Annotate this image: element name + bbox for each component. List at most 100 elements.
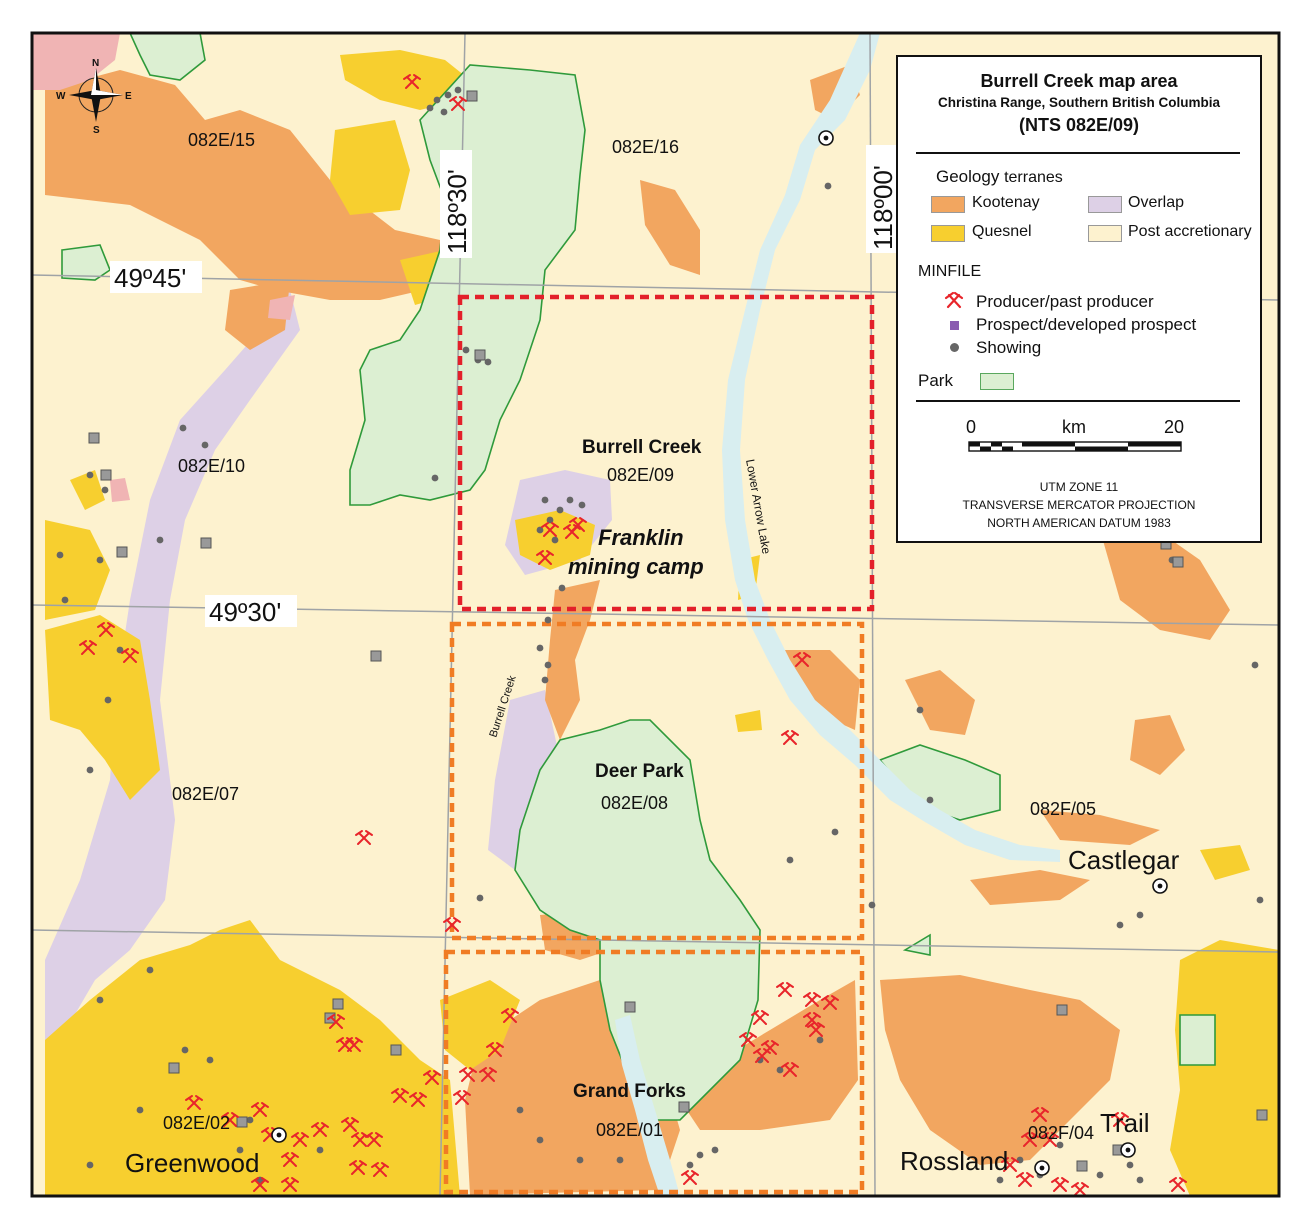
producer-marker xyxy=(1051,1177,1069,1192)
legend-subtitle: Christina Range, Southern British Columb… xyxy=(937,95,1221,110)
study-area-boxes xyxy=(443,294,875,1195)
showing-marker xyxy=(558,584,566,592)
producer-marker xyxy=(803,1012,821,1027)
producer-marker xyxy=(739,1032,757,1047)
prospect-marker xyxy=(1256,1109,1268,1121)
showing-marker xyxy=(616,1156,624,1164)
producer-marker xyxy=(443,917,461,932)
svg-text:S: S xyxy=(93,125,100,136)
sheet-label-082e10: 082E/10 xyxy=(178,456,245,476)
producer-marker xyxy=(1031,1107,1049,1122)
castlegar-area-town-symbol-dot xyxy=(823,135,829,141)
projection-line-1: UTM ZONE 11 xyxy=(1039,480,1119,494)
producer-marker xyxy=(345,1037,363,1052)
latitude-label-49-45: 49º45' xyxy=(114,263,186,293)
prospect-marker xyxy=(1076,1160,1088,1172)
showing-marker xyxy=(444,91,452,99)
burrell-creek-sheet-label: 082E/09 xyxy=(607,465,674,485)
projection-line-3: NORTH AMERICAN DATUM 1983 xyxy=(987,516,1171,530)
producer-marker xyxy=(291,1132,309,1147)
producer-marker xyxy=(781,1062,799,1077)
map-legend: Burrell Creek map area Christina Range, … xyxy=(896,55,1262,543)
producer-marker xyxy=(569,517,587,532)
sheet-label-082e16: 082E/16 xyxy=(612,137,679,157)
prospect-marker xyxy=(332,998,344,1010)
prospect-marker xyxy=(100,469,112,481)
producer-label: Producer/past producer xyxy=(976,292,1154,311)
town-symbols xyxy=(271,130,1168,1176)
showing-marker xyxy=(544,616,552,624)
producer-marker xyxy=(541,522,559,537)
producer-marker xyxy=(821,995,839,1010)
producer-marker xyxy=(479,1067,497,1082)
showing-marker xyxy=(996,1176,1004,1184)
franklin-camp-label-line2: mining camp xyxy=(568,554,704,579)
showing-marker xyxy=(576,1156,584,1164)
showing-marker xyxy=(1116,921,1124,929)
prospect-marker xyxy=(390,1044,402,1056)
showing-marker xyxy=(541,496,549,504)
franklin-camp-label-line1: Franklin xyxy=(598,525,684,550)
post-accretionary-label: Post accretionary xyxy=(1128,223,1252,240)
producer-marker xyxy=(453,1090,471,1105)
showing-marker xyxy=(86,766,94,774)
kootenay-terrane-areas xyxy=(45,65,1230,1195)
producer-marker xyxy=(79,640,97,655)
showing-marker xyxy=(916,706,924,714)
producer-marker xyxy=(1041,1132,1059,1147)
water-bodies xyxy=(615,33,1060,1196)
greenwood-town-symbol-dot xyxy=(276,1132,282,1138)
showing-marker xyxy=(206,1056,214,1064)
producer-marker xyxy=(97,622,115,637)
showing-marker xyxy=(546,516,554,524)
burrell-creek-study-box xyxy=(457,294,875,612)
scale-max: 20 xyxy=(1164,417,1185,437)
showing-marker xyxy=(556,506,564,514)
showing-marker xyxy=(686,1161,694,1169)
showing-marker xyxy=(179,424,187,432)
prospect-marker xyxy=(88,432,100,444)
grand-forks-label: Grand Forks xyxy=(573,1081,686,1102)
producer-marker xyxy=(1071,1182,1089,1196)
showing-marker xyxy=(551,536,559,544)
producer-marker xyxy=(781,730,799,745)
producer-marker xyxy=(349,1160,367,1175)
producer-marker xyxy=(501,1008,519,1023)
showing-marker xyxy=(476,894,484,902)
producer-marker xyxy=(391,1088,409,1103)
quesnel-swatch xyxy=(931,225,965,242)
producer-marker xyxy=(121,648,139,663)
showing-marker xyxy=(462,346,470,354)
prospect-marker xyxy=(466,90,478,102)
showing-marker xyxy=(816,1036,824,1044)
prospect-marker xyxy=(370,650,382,662)
town-label-rossland: Rossland xyxy=(900,1146,1008,1176)
showing-marker xyxy=(544,661,552,669)
producer-marker xyxy=(185,1095,203,1110)
deer-park-sheet-label: 082E/08 xyxy=(601,793,668,813)
prospect-marker xyxy=(1056,1004,1068,1016)
prospect-marker xyxy=(1172,556,1184,568)
showing-label: Showing xyxy=(976,338,1042,357)
showing-marker xyxy=(536,1136,544,1144)
producer-marker xyxy=(1111,1112,1129,1127)
producer-marker xyxy=(371,1162,389,1177)
minfile-markers xyxy=(56,74,1268,1196)
crossed-hammers-icon xyxy=(944,291,964,309)
burrell-creek-label: Burrell Creek xyxy=(582,437,702,458)
showing-marker xyxy=(1136,1176,1144,1184)
producer-marker xyxy=(327,1014,345,1029)
rossland-town-symbol-dot xyxy=(1039,1165,1045,1171)
showing-marker xyxy=(56,551,64,559)
post-accretionary-swatch xyxy=(1088,225,1122,242)
producer-marker xyxy=(1016,1172,1034,1187)
showing-marker xyxy=(86,471,94,479)
overlap-swatch xyxy=(1088,196,1122,213)
showing-marker xyxy=(578,501,586,509)
producer-marker xyxy=(536,550,554,565)
park-swatch xyxy=(980,373,1014,390)
legend-divider-2 xyxy=(916,400,1240,402)
showing-marker xyxy=(201,441,209,449)
producer-marker xyxy=(459,1067,477,1082)
showing-marker xyxy=(426,104,434,112)
